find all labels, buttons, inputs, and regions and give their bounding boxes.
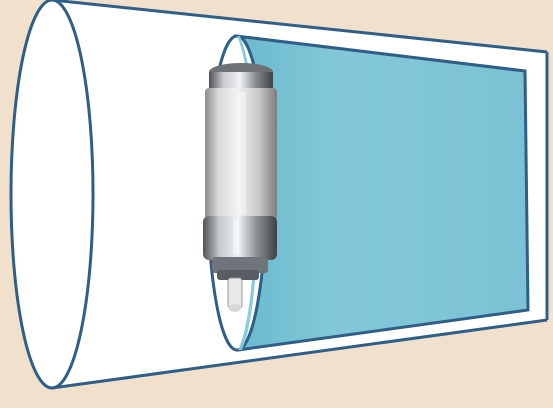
illustration-canvas: [0, 0, 553, 408]
tube-illustration: [0, 0, 553, 408]
